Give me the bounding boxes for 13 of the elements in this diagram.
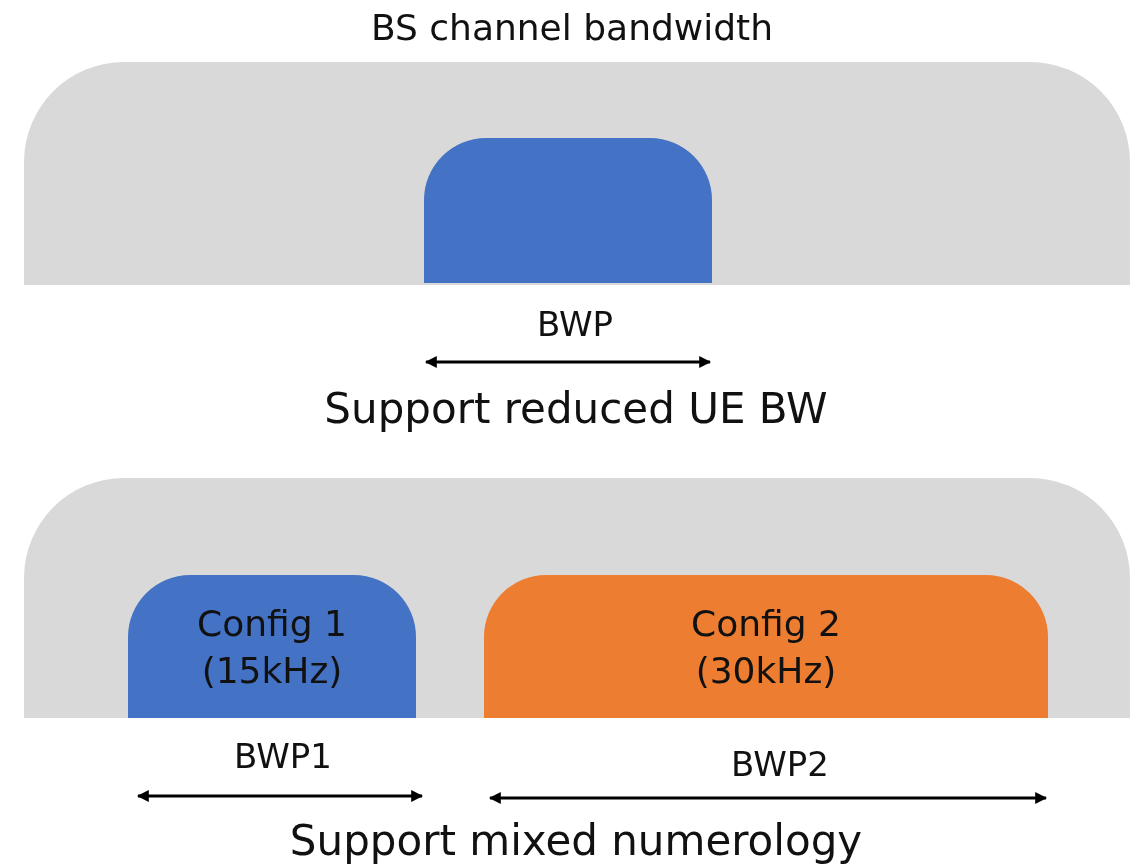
- bwp-block: [484, 575, 1048, 718]
- bwp-label: BWP: [536, 306, 614, 344]
- bwp-block: [128, 575, 416, 718]
- channel-band: [24, 478, 1130, 718]
- channel-band: [24, 62, 1130, 285]
- bwp-block: [424, 138, 712, 283]
- bwp-label: BWP2: [731, 746, 829, 784]
- block-label: Config 1 (15kHz): [196, 602, 348, 693]
- bwp-label: BWP1: [234, 738, 332, 776]
- block-label: Config 2 (30kHz): [690, 602, 842, 693]
- band-title: BS channel bandwidth: [370, 8, 774, 48]
- caption-text: Support mixed numerology: [289, 818, 863, 865]
- caption-text: Support reduced UE BW: [324, 386, 828, 433]
